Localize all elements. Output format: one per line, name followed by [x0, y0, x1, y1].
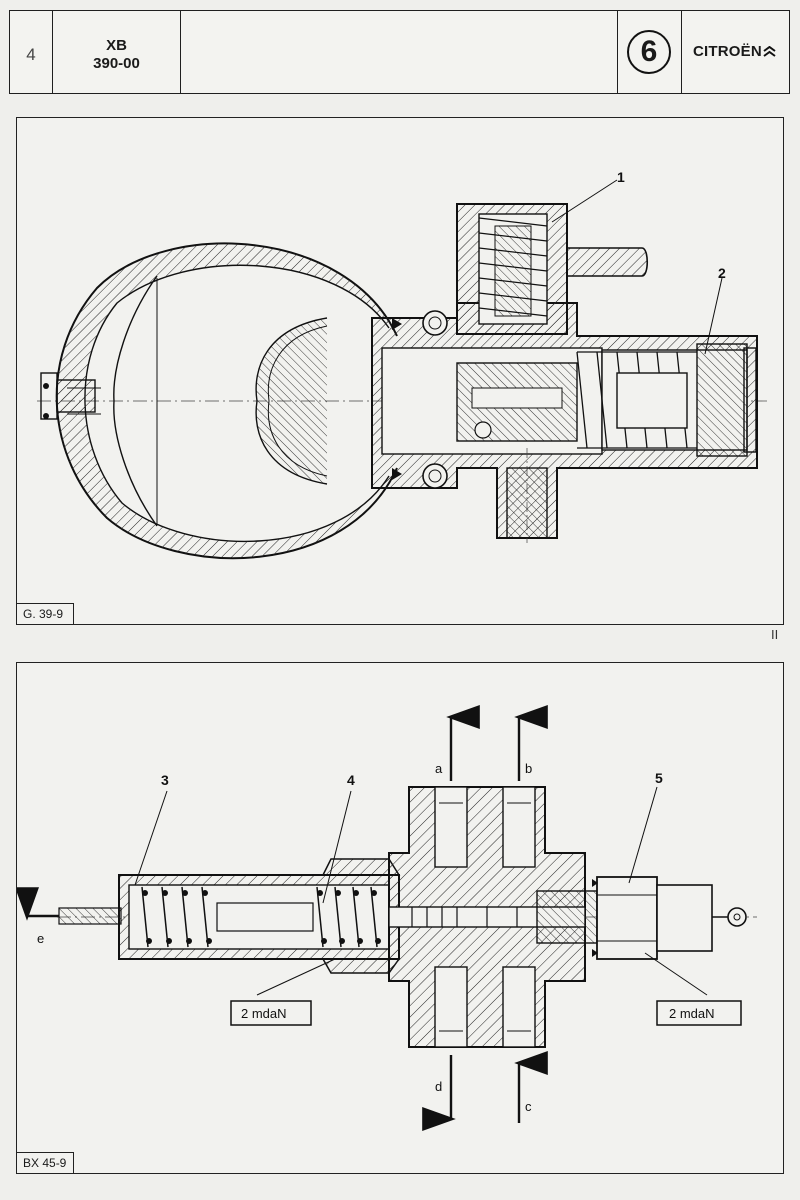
pressure-switch-drawing: a b c d e 3 4 5 2 mdaN 2 mdaN — [14, 705, 757, 1131]
page-section-marker: II — [771, 627, 779, 642]
brand-logo: CITROËN — [693, 43, 776, 60]
double-chevron-icon — [763, 45, 776, 57]
port-d: d — [435, 1079, 442, 1094]
regulator-body — [371, 203, 758, 543]
torque-box-left — [230, 1000, 312, 1026]
callout-3: 3 — [161, 772, 169, 788]
port-c: c — [525, 1099, 532, 1114]
torque-box-right — [656, 1000, 742, 1026]
page-number: 4 — [26, 45, 36, 64]
model-line-1: XB — [106, 37, 127, 54]
distribution-block — [388, 786, 586, 1048]
page-number-cell: 4 — [10, 11, 53, 93]
model-line-2: 390-00 — [93, 55, 140, 72]
figure-label-top: G. 39-9 — [16, 603, 74, 625]
port-a: a — [435, 761, 443, 776]
right-switch — [536, 876, 747, 960]
torque-left: 2 mdaN — [241, 1006, 287, 1021]
model-cell: XB 390-00 — [53, 11, 181, 93]
figure-accumulator-valve: 1 2 G. 39-9 — [16, 117, 784, 625]
chapter-cell: 6 — [618, 11, 682, 93]
page-header: 4 XB 390-00 6 CITROËN — [9, 10, 790, 94]
brand-name: CITROËN — [693, 43, 762, 60]
accumulator-sphere — [40, 242, 398, 559]
port-b: b — [525, 761, 532, 776]
left-cylinder — [58, 858, 401, 974]
chapter-number: 6 — [627, 30, 671, 74]
accumulator-valve-drawing: 1 2 — [37, 169, 767, 559]
model-code: XB 390-00 — [53, 37, 180, 73]
callout-5: 5 — [655, 770, 663, 786]
callout-2: 2 — [718, 265, 726, 281]
port-e: e — [37, 931, 44, 946]
title-cell — [181, 11, 618, 93]
brand-cell: CITROËN — [682, 11, 789, 93]
figure-label-bottom: BX 45-9 — [16, 1152, 74, 1174]
callout-1: 1 — [617, 169, 625, 185]
flow-arrows — [14, 705, 548, 1131]
torque-right: 2 mdaN — [669, 1006, 715, 1021]
figure-pressure-switch-block: a b c d e 3 4 5 2 mdaN 2 mdaN BX 45-9 — [14, 662, 784, 1174]
callout-leaders — [551, 179, 723, 355]
callout-4: 4 — [347, 772, 355, 788]
callout-leaders — [134, 786, 708, 996]
